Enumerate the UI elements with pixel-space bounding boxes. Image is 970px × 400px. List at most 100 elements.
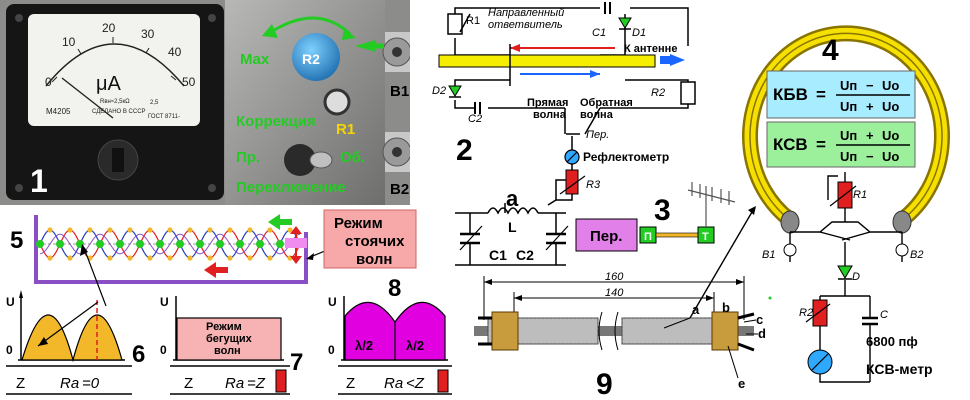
cond-label-7: =Z: [247, 375, 266, 392]
wave-antinode: [267, 255, 273, 261]
wave-node: [136, 240, 144, 248]
wave-node: [196, 240, 204, 248]
ksv-num-un: Uп: [840, 128, 857, 143]
panel-9-cable: 160 140 a b c d e 9: [474, 206, 772, 400]
scale-0: 0: [45, 75, 52, 89]
svg-text:+: +: [866, 99, 874, 114]
rev-label-1: Обратная: [580, 97, 633, 109]
panel-5-number: 5: [10, 227, 23, 254]
z-label-7: Z: [184, 375, 193, 392]
wave-node: [256, 240, 264, 248]
r1-label-4: R1: [853, 189, 867, 201]
photo-drawing: 0 10 20 30 40 50 μA Rвн≈2,5кΩ 2,5 M4205 …: [0, 0, 410, 205]
label-b2: B2: [390, 181, 409, 198]
panel-6-short: U 0 6 Z Ra =0: [6, 290, 145, 395]
label-r1: R1: [336, 121, 355, 138]
cable-e: e: [738, 376, 745, 391]
kbv-den-uo: Uо: [882, 99, 899, 114]
wave-antinode: [167, 227, 173, 233]
wave-antinode: [247, 255, 253, 261]
wave-antinode: [47, 255, 53, 261]
panel-4-number: 4: [822, 34, 839, 67]
toggle-switch: [284, 144, 316, 176]
cable-a: a: [692, 302, 700, 317]
wave-node: [36, 240, 44, 248]
label-ob: Об.: [340, 149, 365, 166]
made-label: СДЕЛАНО В СССР: [92, 109, 146, 115]
zero-label-7: 0: [160, 343, 167, 357]
a-label: а: [506, 186, 519, 211]
panel-8-mismatch: 8 U 0 λ/2 λ/2 Z Ra <Z: [328, 275, 452, 395]
c1-label: C1: [592, 27, 606, 39]
panel-7-matched: U 0 Режим бегущих волн 7 Z Ra =Z: [160, 295, 303, 395]
panel-5-standing-wave: 5 Режим стоячих волн: [10, 209, 417, 307]
ksv-num-uo: Uо: [882, 128, 899, 143]
wave-nodes: [36, 227, 304, 261]
scale-20: 20: [102, 21, 116, 35]
r3-label: R3: [586, 179, 601, 191]
wave-antinode: [287, 227, 293, 233]
half-wave-1: λ/2: [355, 338, 373, 353]
ra-label-6: Ra: [60, 375, 79, 392]
meter-needle: [61, 77, 114, 119]
scale-50: 50: [182, 75, 196, 89]
zero-label-8: 0: [328, 343, 335, 357]
antenna-icon: [687, 182, 736, 227]
dim-160: 160: [605, 271, 624, 283]
fwd-label-2: волна: [533, 109, 567, 121]
dim-140: 140: [605, 287, 624, 299]
label-b1: B1: [390, 83, 409, 100]
cable-c: c: [756, 312, 763, 327]
label-korr: Коррекция: [236, 113, 316, 130]
r2-resistor: [812, 299, 828, 327]
sw-title-1: Режим: [334, 215, 383, 232]
panel-9-number: 9: [596, 368, 613, 400]
sw-title-2: стоячих: [345, 233, 405, 250]
r2-label: R2: [651, 87, 665, 99]
zero-label-6: 0: [6, 343, 13, 357]
panel-1-number: 1: [30, 163, 48, 199]
wave-node: [96, 240, 104, 248]
wave-node: [236, 240, 244, 248]
wave-antinode: [267, 227, 273, 233]
wave-antinode: [207, 227, 213, 233]
fwd-label-1: Прямая: [527, 97, 568, 109]
cap-label: 6800 пф: [866, 334, 918, 349]
cable-b: b: [722, 300, 730, 315]
rint-label: Rвн≈2,5кΩ: [100, 99, 130, 105]
cond-label-6: =0: [82, 375, 100, 392]
u-label-6: U: [6, 295, 15, 309]
to-antenna-label: К антенне: [624, 43, 677, 55]
c2-label-3: C2: [516, 247, 534, 263]
tw-title-1: Режим: [206, 321, 242, 333]
wave-antinode: [127, 255, 133, 261]
reflectometer-label: Рефлектометр: [583, 150, 669, 164]
per-label: Пер.: [586, 129, 609, 141]
z-label-8: Z: [346, 375, 355, 392]
l-label: L: [508, 219, 517, 235]
ra-label-8: Ra: [384, 375, 403, 392]
gost-label: ГОСТ 8711-: [148, 114, 180, 120]
ksv-label: КСВ: [773, 135, 808, 154]
panel-8-number: 8: [388, 275, 401, 302]
meter-label: КСВ-метр: [866, 361, 933, 377]
wave-node: [176, 240, 184, 248]
r2-label-4: R2: [799, 307, 813, 319]
d1-label: D1: [632, 27, 646, 39]
wave-antinode: [87, 227, 93, 233]
wave-antinode: [187, 255, 193, 261]
t-label: Т: [702, 231, 709, 243]
cable-center: [474, 326, 754, 336]
wave-antinode: [107, 227, 113, 233]
wave-antinode: [127, 227, 133, 233]
scale-40: 40: [168, 45, 182, 59]
coupler-label-2: ответвитель: [488, 19, 563, 31]
d2-label: D2: [432, 85, 446, 97]
p-label: П: [644, 231, 652, 243]
wave-node: [276, 240, 284, 248]
wave-antinode: [247, 227, 253, 233]
cable-d: d: [758, 326, 766, 341]
panel-2-reflectometer: R1 Направленный ответвитель C1 D1 К анте…: [432, 2, 696, 206]
label-switch: Переключение: [236, 179, 346, 196]
